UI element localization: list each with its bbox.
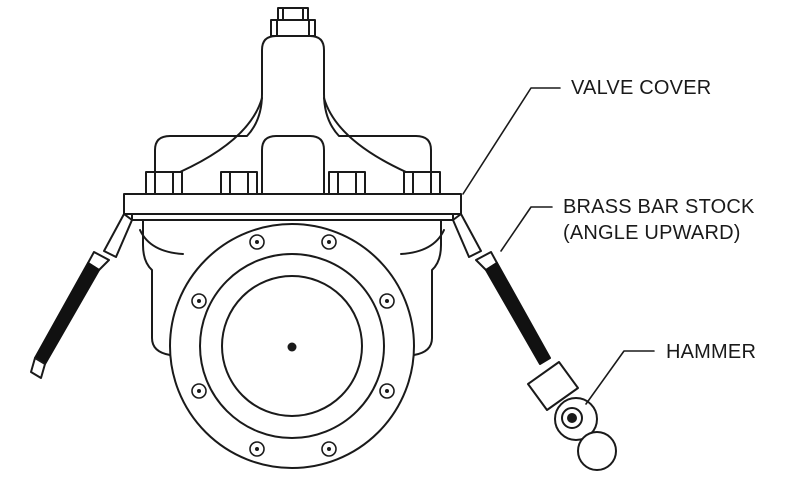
leader-brass-bar [500,206,553,252]
leader-hammer [585,350,655,405]
bolt-hole [379,293,395,309]
hammer [527,361,617,471]
right-brass-bar [452,213,551,365]
bolt-hole [191,383,207,399]
valve-cover-label: VALVE COVER [571,75,711,101]
leader-lines [462,87,655,405]
bolt-hole [249,441,265,457]
left-brass-bar [30,213,133,379]
bolt-hole [379,383,395,399]
cover-bolt-nut [328,171,366,195]
valve-cover [154,35,432,195]
cover-plate [123,193,462,221]
flange-bolts [191,234,395,457]
center-dot [287,342,297,352]
stem-nut [270,7,316,37]
cover-bolt-nut [403,171,441,195]
brass-bar-stock-label: BRASS BAR STOCK (ANGLE UPWARD) [563,194,755,246]
brass-bar-stock-label-line1: BRASS BAR STOCK [563,196,755,218]
cover-bolt-nut [220,171,258,195]
bolt-hole [249,234,265,250]
valve-cover-label-text: VALVE COVER [571,77,712,99]
hammer-label-text: HAMMER [666,341,757,363]
bolt-hole [321,234,337,250]
cover-bolts [145,171,441,195]
flange [169,223,415,469]
hammer-label: HAMMER [666,339,756,365]
bolt-hole [321,441,337,457]
leader-valve-cover [462,87,561,195]
cover-bolt-nut [145,171,183,195]
bolt-hole [191,293,207,309]
brass-bar-stock-label-line2: (ANGLE UPWARD) [563,222,741,244]
